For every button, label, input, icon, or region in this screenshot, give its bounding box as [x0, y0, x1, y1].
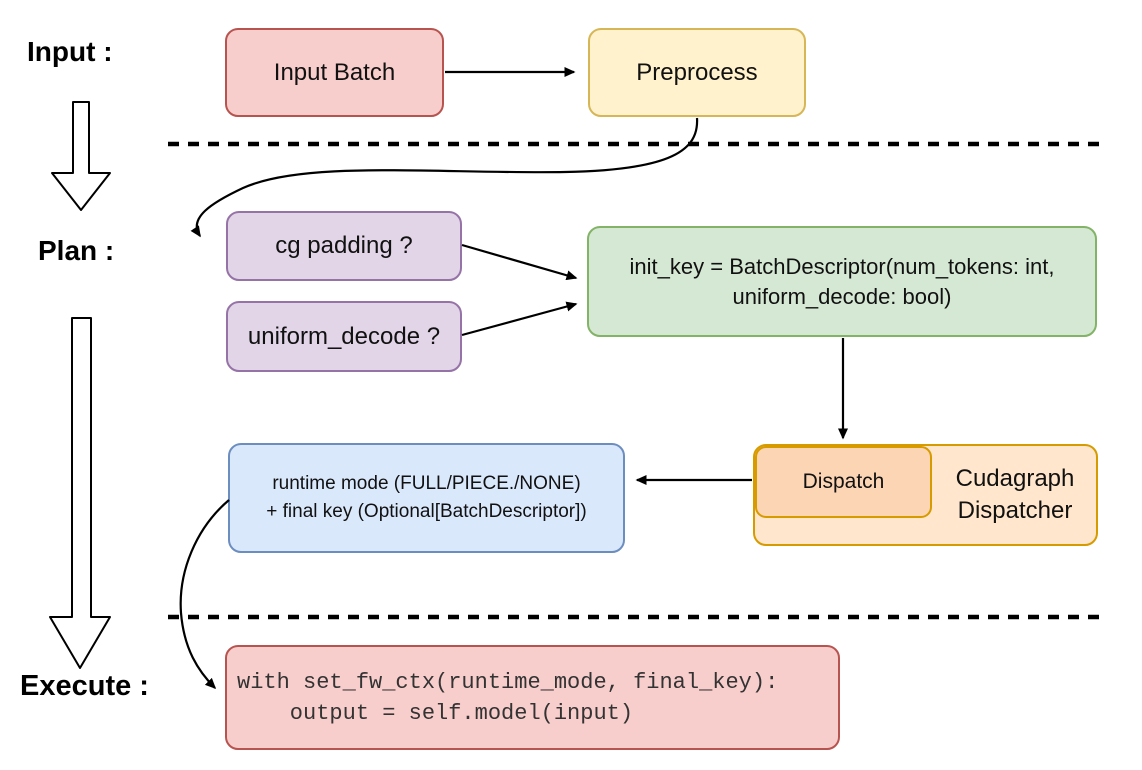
node-init-key: init_key = BatchDescriptor(num_tokens: i… [587, 226, 1097, 337]
node-execute-code: with set_fw_ctx(runtime_mode, final_key)… [225, 645, 840, 750]
node-cg-padding: cg padding ? [226, 211, 462, 281]
node-dispatch: Dispatch [755, 446, 932, 518]
node-runtime-mode: runtime mode (FULL/PIECE./NONE) + final … [228, 443, 625, 553]
node-runtime-mode-line2: + final key (Optional[BatchDescriptor]) [266, 501, 587, 522]
node-runtime-mode-line1: runtime mode (FULL/PIECE./NONE) [272, 473, 581, 494]
node-preprocess-label: Preprocess [636, 58, 758, 86]
node-cudagraph-dispatcher-label: Cudagraph Dispatcher [955, 465, 1075, 524]
node-dispatch-label: Dispatch [802, 470, 885, 493]
node-init-key-line2: uniform_decode: bool) [732, 283, 952, 309]
execute-code-line1: with set_fw_ctx(runtime_mode, final_key)… [237, 669, 779, 695]
node-cg-padding-label: cg padding ? [275, 232, 413, 259]
stage-label-input: Input : [27, 36, 113, 67]
stage-label-execute: Execute : [20, 670, 149, 702]
stage-label-plan: Plan : [38, 235, 115, 266]
execute-code-line2: output = self.model(input) [237, 700, 634, 726]
node-preprocess: Preprocess [588, 28, 806, 117]
node-init-key-line1: init_key = BatchDescriptor(num_tokens: i… [629, 253, 1055, 279]
node-input-batch-label: Input Batch [273, 58, 396, 86]
node-input-batch: Input Batch [225, 28, 444, 117]
node-uniform-decode-label: uniform_decode ? [247, 322, 441, 350]
node-uniform-decode: uniform_decode ? [226, 301, 462, 372]
